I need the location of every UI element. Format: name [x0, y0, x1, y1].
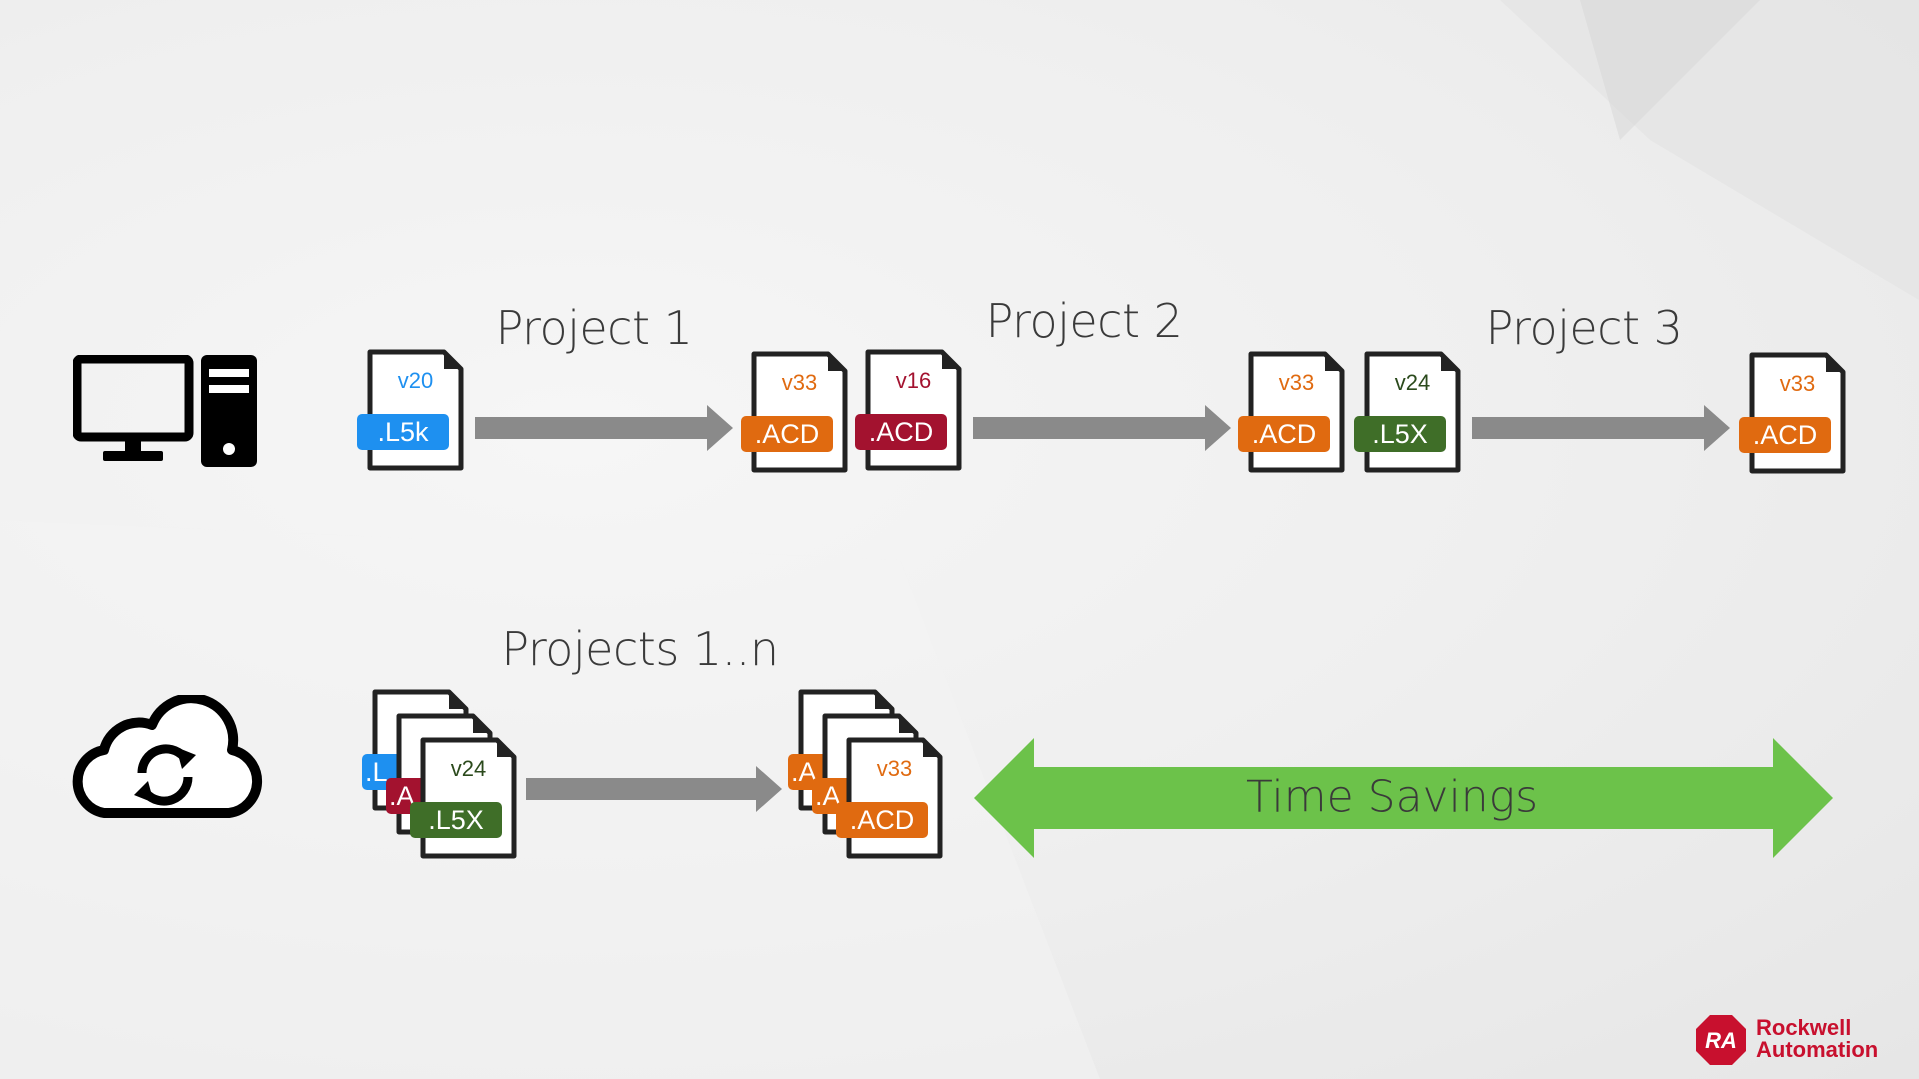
file-version: v24	[1394, 370, 1431, 395]
file-version: v33	[1779, 371, 1816, 396]
logo-text: Rockwell Automation	[1756, 1017, 1878, 1061]
file-icon: v33 .ACD	[741, 350, 849, 474]
time-savings-double-arrow	[974, 738, 1833, 858]
file-version: v20	[397, 368, 434, 393]
time-savings-label: Time Savings	[1245, 771, 1539, 823]
file-version: v16	[895, 368, 932, 393]
arrow-right-icon	[1472, 405, 1730, 451]
file-icon: v24 .L5X	[410, 736, 518, 860]
arrow-right-icon	[526, 766, 782, 812]
project-2-label: Project 2	[985, 294, 1183, 348]
file-icon: v33 .ACD	[1739, 351, 1847, 475]
file-icon: v33 .ACD	[836, 736, 944, 860]
project-1-label: Project 1	[495, 301, 693, 355]
arrow-right-icon	[973, 405, 1231, 451]
file-extension-badge: .L5X	[410, 802, 502, 838]
file-version: v33	[1278, 370, 1315, 395]
logo-line-1: Rockwell	[1756, 1015, 1852, 1040]
file-extension-badge: .ACD	[1238, 416, 1330, 452]
projects-1-n-label: Projects 1..n	[501, 622, 779, 676]
file-icon: v20 .L5k	[357, 348, 465, 472]
file-extension-badge: .ACD	[836, 802, 928, 838]
ra-logo-icon: RA	[1696, 1015, 1746, 1065]
file-extension-badge: .ACD	[855, 414, 947, 450]
file-version: v24	[450, 756, 487, 781]
cloud-sync-icon	[72, 695, 263, 818]
project-3-label: Project 3	[1485, 301, 1683, 355]
arrow-right-icon	[475, 405, 733, 451]
svg-text:RA: RA	[1705, 1028, 1737, 1053]
logo-line-2: Automation	[1756, 1037, 1879, 1062]
rockwell-automation-logo: RA Rockwell Automation	[1694, 1013, 1909, 1067]
file-extension-badge: .L5k	[357, 414, 449, 450]
file-icon: v24 .L5X	[1354, 350, 1462, 474]
file-extension-badge: .L5X	[1354, 416, 1446, 452]
file-extension-badge: .ACD	[741, 416, 833, 452]
desktop-computer-icon	[73, 355, 257, 467]
file-extension-badge: .ACD	[1739, 417, 1831, 453]
file-icon: v16 .ACD	[855, 348, 963, 472]
file-icon: v33 .ACD	[1238, 350, 1346, 474]
file-version: v33	[781, 370, 818, 395]
file-version: v33	[876, 756, 913, 781]
